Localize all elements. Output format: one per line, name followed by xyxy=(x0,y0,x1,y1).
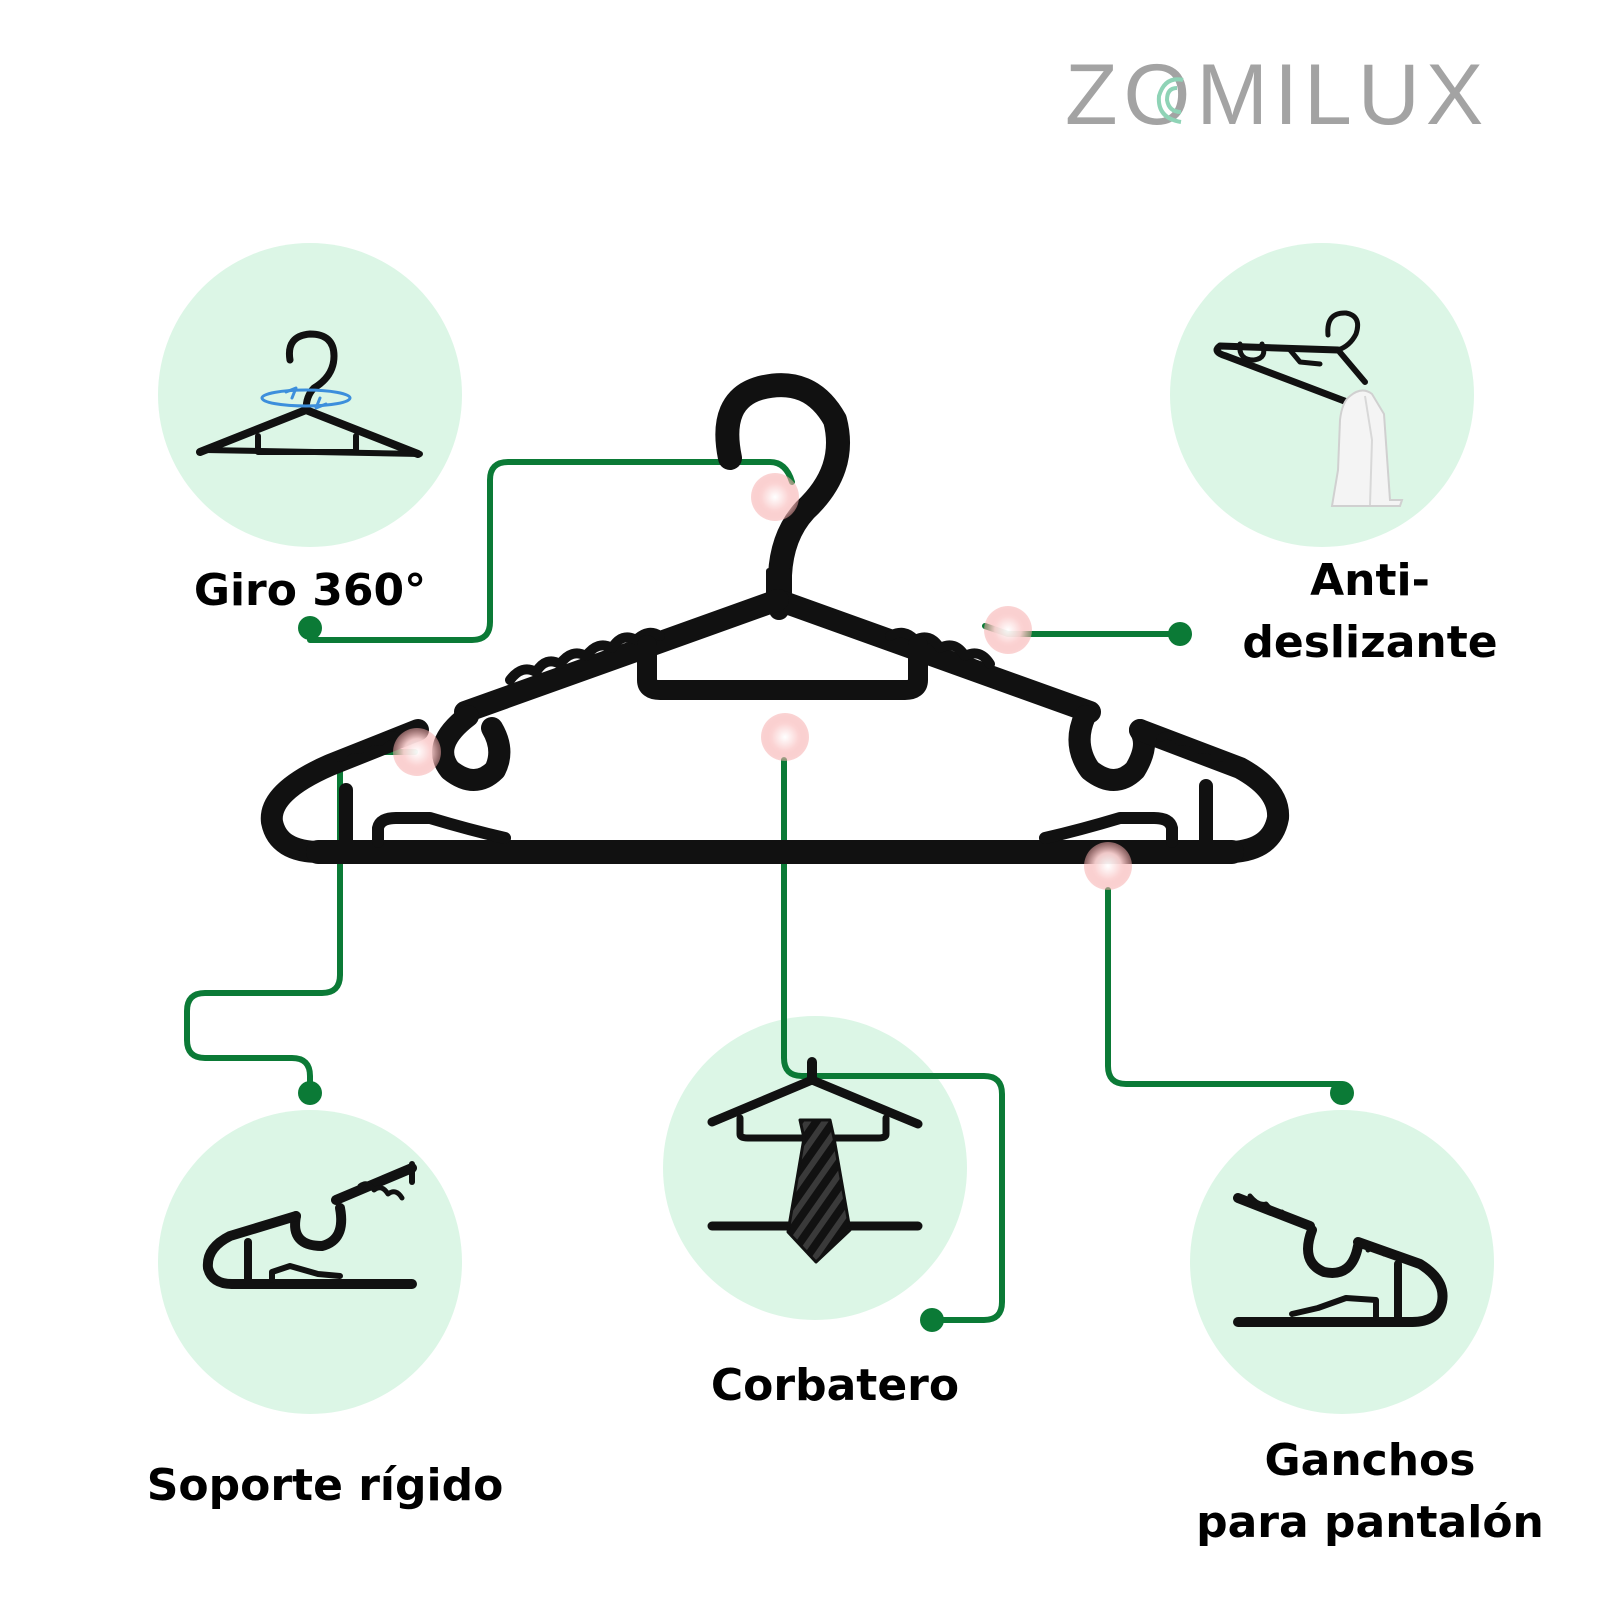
feature-label-corbatero-line-1: Corbatero xyxy=(710,1360,960,1411)
feature-label-giro-line-1: Giro 360° xyxy=(193,565,427,616)
feature-label-anti: Anti- deslizante xyxy=(1230,550,1510,674)
feature-label-ganchos: Ganchos para pantalón xyxy=(1170,1430,1570,1554)
feature-label-giro: Giro 360° xyxy=(180,560,440,622)
feature-label-anti-line-2: deslizante xyxy=(1242,617,1498,668)
connector-giro xyxy=(307,459,795,643)
connector-ganchos xyxy=(1105,887,1345,1096)
connector-soporte xyxy=(184,749,418,1096)
dot-ganchos xyxy=(1330,1081,1354,1105)
feature-label-anti-line-1: Anti- xyxy=(1310,555,1430,606)
main-hanger-image xyxy=(260,373,1290,864)
logo-swirl-icon xyxy=(1156,77,1184,124)
dot-soporte xyxy=(298,1081,322,1105)
logo-text: ZOMILUX xyxy=(1065,47,1489,143)
dot-anti xyxy=(1168,622,1192,646)
brand-logo: ZOMILUX xyxy=(1065,47,1489,143)
dot-corbatero xyxy=(920,1308,944,1332)
hotspot-hook xyxy=(751,473,799,521)
shirt-icon xyxy=(1330,389,1404,507)
feature-circle-ganchos xyxy=(1190,1110,1494,1414)
connector-corbatero xyxy=(781,757,1005,1323)
dot-giro xyxy=(298,616,322,640)
connector-dots xyxy=(298,616,1354,1332)
feature-label-soporte: Soporte rígido xyxy=(140,1455,510,1517)
feature-circle-soporte xyxy=(158,1110,462,1414)
hotspots xyxy=(393,473,1132,890)
feature-label-ganchos-line-2: para pantalón xyxy=(1196,1497,1544,1548)
pant-hook-icon xyxy=(1233,1193,1448,1327)
tie-icon xyxy=(786,1118,852,1264)
hotspot-center xyxy=(761,713,809,761)
connector-lines xyxy=(184,459,1345,1323)
hanger-with-shirt-icon xyxy=(1213,310,1404,507)
tie-rack-icon xyxy=(707,1057,923,1264)
feature-label-ganchos-line-1: Ganchos xyxy=(1264,1435,1476,1486)
hotspot-notch xyxy=(393,728,441,776)
feature-label-corbatero: Corbatero xyxy=(690,1355,980,1417)
hook-rotate-360-icon xyxy=(196,330,423,458)
rigid-support-icon xyxy=(202,1161,417,1289)
hotspot-arm xyxy=(984,606,1032,654)
feature-label-soporte-line-1: Soporte rígido xyxy=(146,1460,504,1511)
hotspot-clip xyxy=(1084,842,1132,890)
